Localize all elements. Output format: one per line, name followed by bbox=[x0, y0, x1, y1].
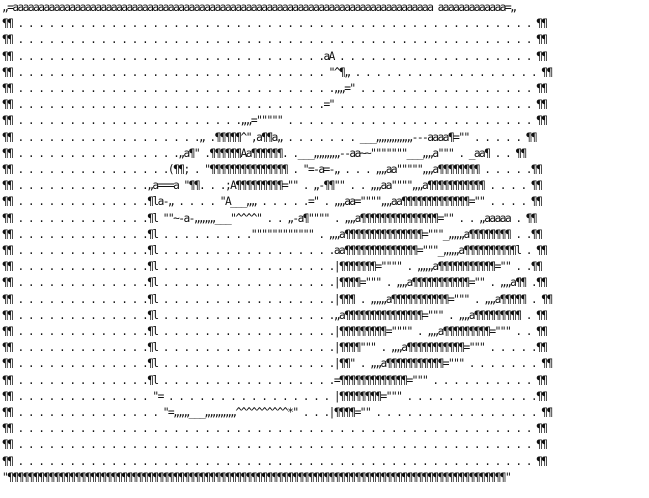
art-line: ¶¶ . . . . . . . . . . . . .¶l . . . . .… bbox=[2, 357, 553, 371]
art-line: ¶¶ . . . . . . . . . . . . . . . . . . .… bbox=[2, 49, 548, 63]
art-line: ¶¶ . . . . . . . . . . . . . . . . . . .… bbox=[2, 114, 548, 128]
art-line: ¶¶ . . . . . . . . . . . . .¶la-„ . . . … bbox=[2, 195, 543, 209]
art-line: ¶¶ . . . . . . . . . . . . .¶l . . . . .… bbox=[2, 292, 553, 306]
art-line: ¶¶ . . . . . . . . . . . . . "= . . . . … bbox=[2, 389, 548, 403]
art-line: ¶¶ . . . . . . . . . . . . .¶l . . . . .… bbox=[2, 244, 548, 258]
art-line: ¶¶ . . . . . . . . . . . . .¶l . . . . .… bbox=[2, 227, 543, 241]
art-line: „=aaaaaaaaaaaaaaaaaaaaaaaaaaaaaaaaaaaaaa… bbox=[2, 1, 517, 14]
art-line: ¶¶ . . . . . . . . . . . . . . . . . . .… bbox=[2, 65, 553, 79]
art-line: ¶¶ . . . . . . . . . . . . . . "=„„„___„… bbox=[2, 406, 553, 420]
art-line: ¶¶ . . . . . . . . . . . . .„a===a "¶¶. … bbox=[2, 179, 543, 193]
art-line: ¶¶ . . . . . . . . . . . . . . . . . . .… bbox=[2, 438, 548, 452]
art-line: ¶¶ . . . . . . . . . . . . .¶l . . . . .… bbox=[2, 341, 548, 355]
art-line: ¶¶ . . . . . . . . . . . . . . . . . . .… bbox=[2, 82, 548, 96]
art-line: ¶¶ . . . . . . . . . . . . . . . . . .„ … bbox=[2, 130, 538, 144]
art-line: ¶¶ . . . . . . . . . . . . . . .(¶¶; . "… bbox=[2, 163, 543, 177]
art-line: ¶¶ . . . . . . . . . . . . .¶l . . . . .… bbox=[2, 308, 548, 322]
art-line: ¶¶ . . . . . . . . . . . . . . . . . . .… bbox=[2, 422, 548, 436]
art-line: "¶¶¶¶¶¶¶¶¶¶¶¶¶¶¶¶¶¶¶¶¶¶¶¶¶¶¶¶¶¶¶¶¶¶¶¶¶¶¶… bbox=[2, 470, 512, 484]
art-line: ¶¶ . . . . . . . . . . . . . . . . . . .… bbox=[2, 33, 548, 47]
art-line: ¶¶ . . . . . . . . . . . . . . . . . . .… bbox=[2, 17, 548, 31]
art-line: ¶¶ . . . . . . . . . . . . .¶l . . . . .… bbox=[2, 325, 548, 339]
art-line: ¶¶ . . . . . . . . . . . . .¶l . . . . .… bbox=[2, 276, 548, 290]
art-line: ¶¶ . . . . . . . . . . . . .¶l ""~-a-„„„… bbox=[2, 211, 538, 225]
ascii-art-coffee-cup: „=aaaaaaaaaaaaaaaaaaaaaaaaaaaaaaaaaaaaaa… bbox=[2, 0, 553, 486]
art-line: ¶¶ . . . . . . . . . . . . . . . . . . .… bbox=[2, 98, 548, 112]
art-line: ¶¶ . . . . . . . . . . . . .¶l . . . . .… bbox=[2, 373, 548, 387]
art-line: ¶¶ . . . . . . . . . . . . . . . .„a¶" .… bbox=[2, 146, 527, 160]
art-line: ¶¶ . . . . . . . . . . . . .¶l . . . . .… bbox=[2, 260, 543, 274]
art-line: ¶¶ . . . . . . . . . . . . . . . . . . .… bbox=[2, 454, 548, 468]
